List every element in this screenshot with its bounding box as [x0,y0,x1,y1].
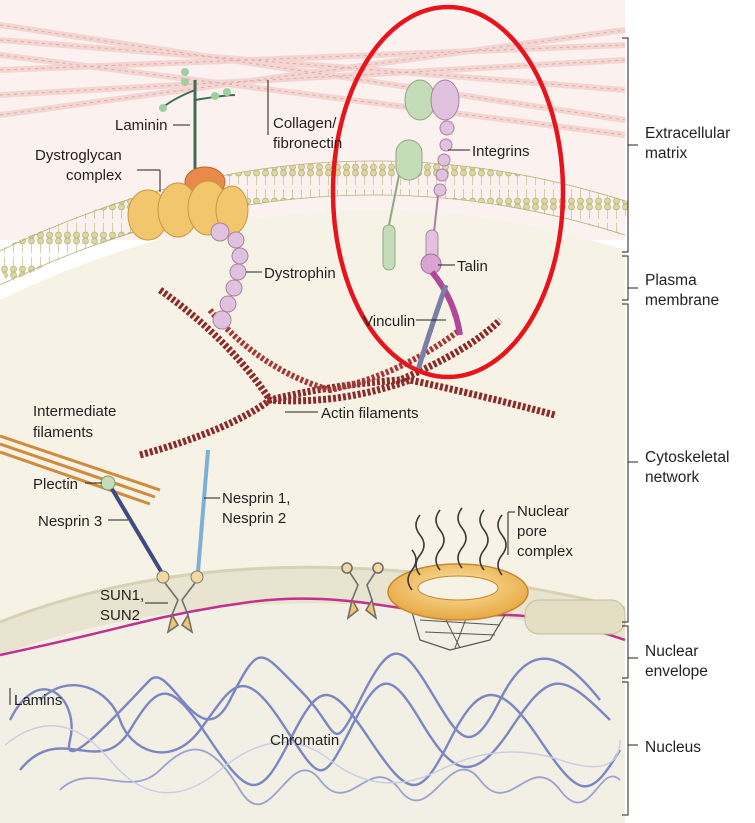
region-cyto-1: Cytoskeletal [645,449,729,466]
label-npc-3: complex [517,543,573,560]
label-intermediate-1: Intermediate [33,403,116,420]
region-cyto-2: network [645,469,700,486]
label-sun-1: SUN1, [100,587,144,604]
label-dystrophin: Dystrophin [264,265,336,282]
label-plectin: Plectin [33,476,78,493]
dystrophin [210,222,249,330]
nesprin1-2 [190,449,210,584]
label-sun-2: SUN2 [100,607,140,624]
nuclear-lamina [0,597,626,657]
highlight-ring [330,4,566,380]
region-ecm-2: matrix [645,145,687,162]
label-dystroglycan-1: Dystroglycan [35,147,122,164]
chromatin [4,652,622,806]
label-actin: Actin filaments [321,405,419,422]
label-nesprin12-2: Nesprin 2 [222,510,286,527]
label-nesprin3: Nesprin 3 [38,513,102,530]
intermediate-filaments [0,434,161,506]
label-intermediate-2: filaments [33,424,93,441]
label-talin: Talin [457,258,488,275]
label-laminin: Laminin [115,117,168,134]
talin-vinculin [415,253,463,371]
integrins [382,79,460,271]
label-collagen-2: fibronectin [273,135,342,152]
dystroglycan-complex [127,68,249,241]
label-dystroglycan-2: complex [66,167,122,184]
label-vinculin: Vinculin [363,313,415,330]
label-nesprin12-1: Nesprin 1, [222,490,290,507]
region-pm-2: membrane [645,292,719,309]
region-nucleus: Nucleus [645,739,701,756]
label-npc-2: pore [517,523,547,540]
label-leaders [9,80,515,705]
plectin-nesprin3 [100,475,170,584]
label-npc-1: Nuclear [517,503,569,520]
region-ecm-1: Extracellular [645,125,730,142]
nuclear-envelope [0,565,626,823]
sun-proteins [164,562,384,634]
region-pm-1: Plasma [645,272,697,289]
structure-labels: Laminin Dystroglycan complex Collagen/ f… [14,115,573,749]
region-ne-2: envelope [645,663,708,680]
region-labels: Extracellular matrix Plasma membrane Cyt… [645,125,730,756]
region-brackets [622,37,638,816]
extracellular-matrix [0,0,626,240]
label-integrins: Integrins [472,143,530,160]
nuclear-pore-complex [387,507,529,651]
label-collagen-1: Collagen/ [273,115,337,132]
region-ne-1: Nuclear [645,643,698,660]
label-chromatin: Chromatin [270,732,339,749]
plasma-membrane [0,160,631,286]
label-lamins: Lamins [14,692,62,709]
